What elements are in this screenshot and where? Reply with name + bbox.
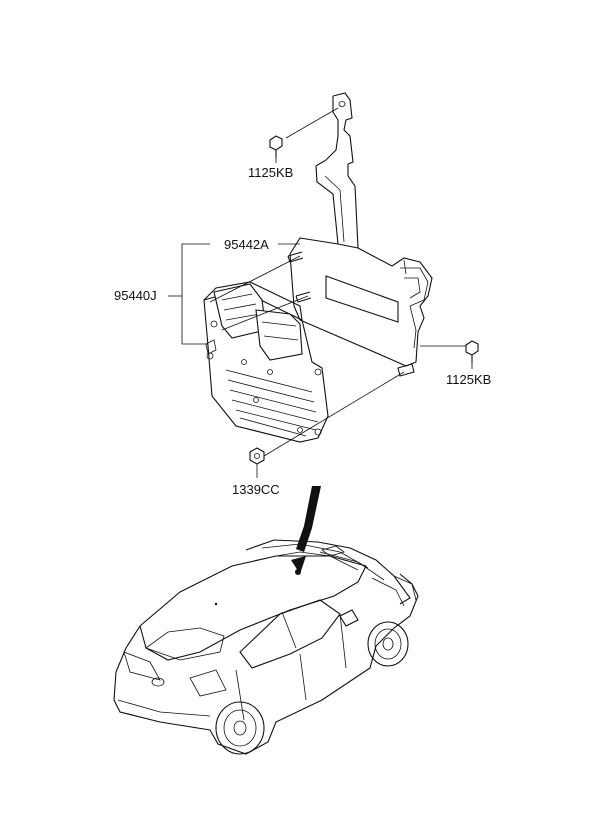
mounting-bracket (287, 92, 433, 377)
bolt-upper-icon (269, 135, 283, 158)
ecu-module (203, 281, 329, 443)
label-bracket: 95442A (224, 237, 269, 252)
vehicle-illustration (113, 539, 419, 755)
location-arrow-icon (291, 486, 321, 574)
label-bolt-upper: 1125KB (248, 165, 293, 180)
assembly-guide-lines (209, 107, 468, 457)
nut-icon (249, 447, 265, 465)
bolt-right-icon (465, 340, 479, 363)
label-bolt-right: 1125KB (446, 372, 491, 387)
label-ecu-assembly: 95440J (114, 288, 157, 303)
label-nut: 1339CC (232, 482, 280, 497)
leader-lines (168, 158, 473, 478)
